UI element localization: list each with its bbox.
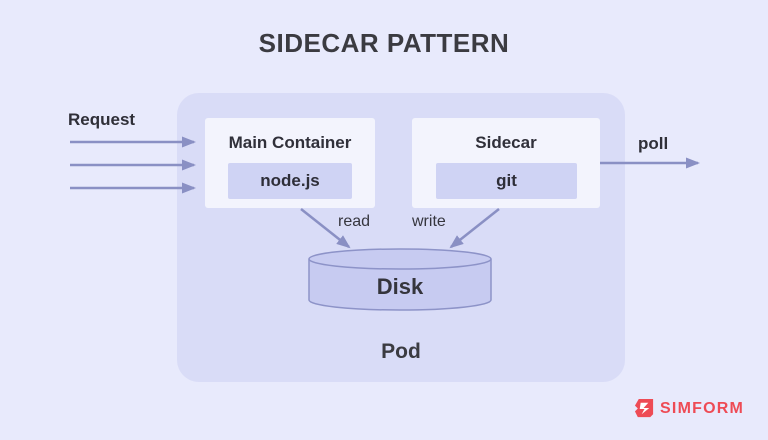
- sidecar-title: Sidecar: [475, 133, 537, 152]
- pod-label: Pod: [381, 340, 421, 363]
- write-label: write: [412, 213, 446, 230]
- page-title: SIDECAR PATTERN: [258, 28, 510, 58]
- read-label: read: [338, 213, 371, 230]
- node-js-label: node.js: [260, 171, 320, 190]
- poll-label: poll: [638, 134, 669, 153]
- disk-label: Disk: [376, 274, 424, 299]
- node-js-chip: node.js: [228, 163, 352, 199]
- git-chip: git: [436, 163, 577, 199]
- request-label: Request: [68, 110, 136, 129]
- brand-logo-text: SIMFORM: [660, 399, 744, 417]
- brand-logo: SIMFORM: [634, 398, 744, 419]
- main-container-title: Main Container: [228, 133, 352, 152]
- git-label: git: [496, 171, 517, 190]
- simform-logo-icon: [635, 398, 654, 418]
